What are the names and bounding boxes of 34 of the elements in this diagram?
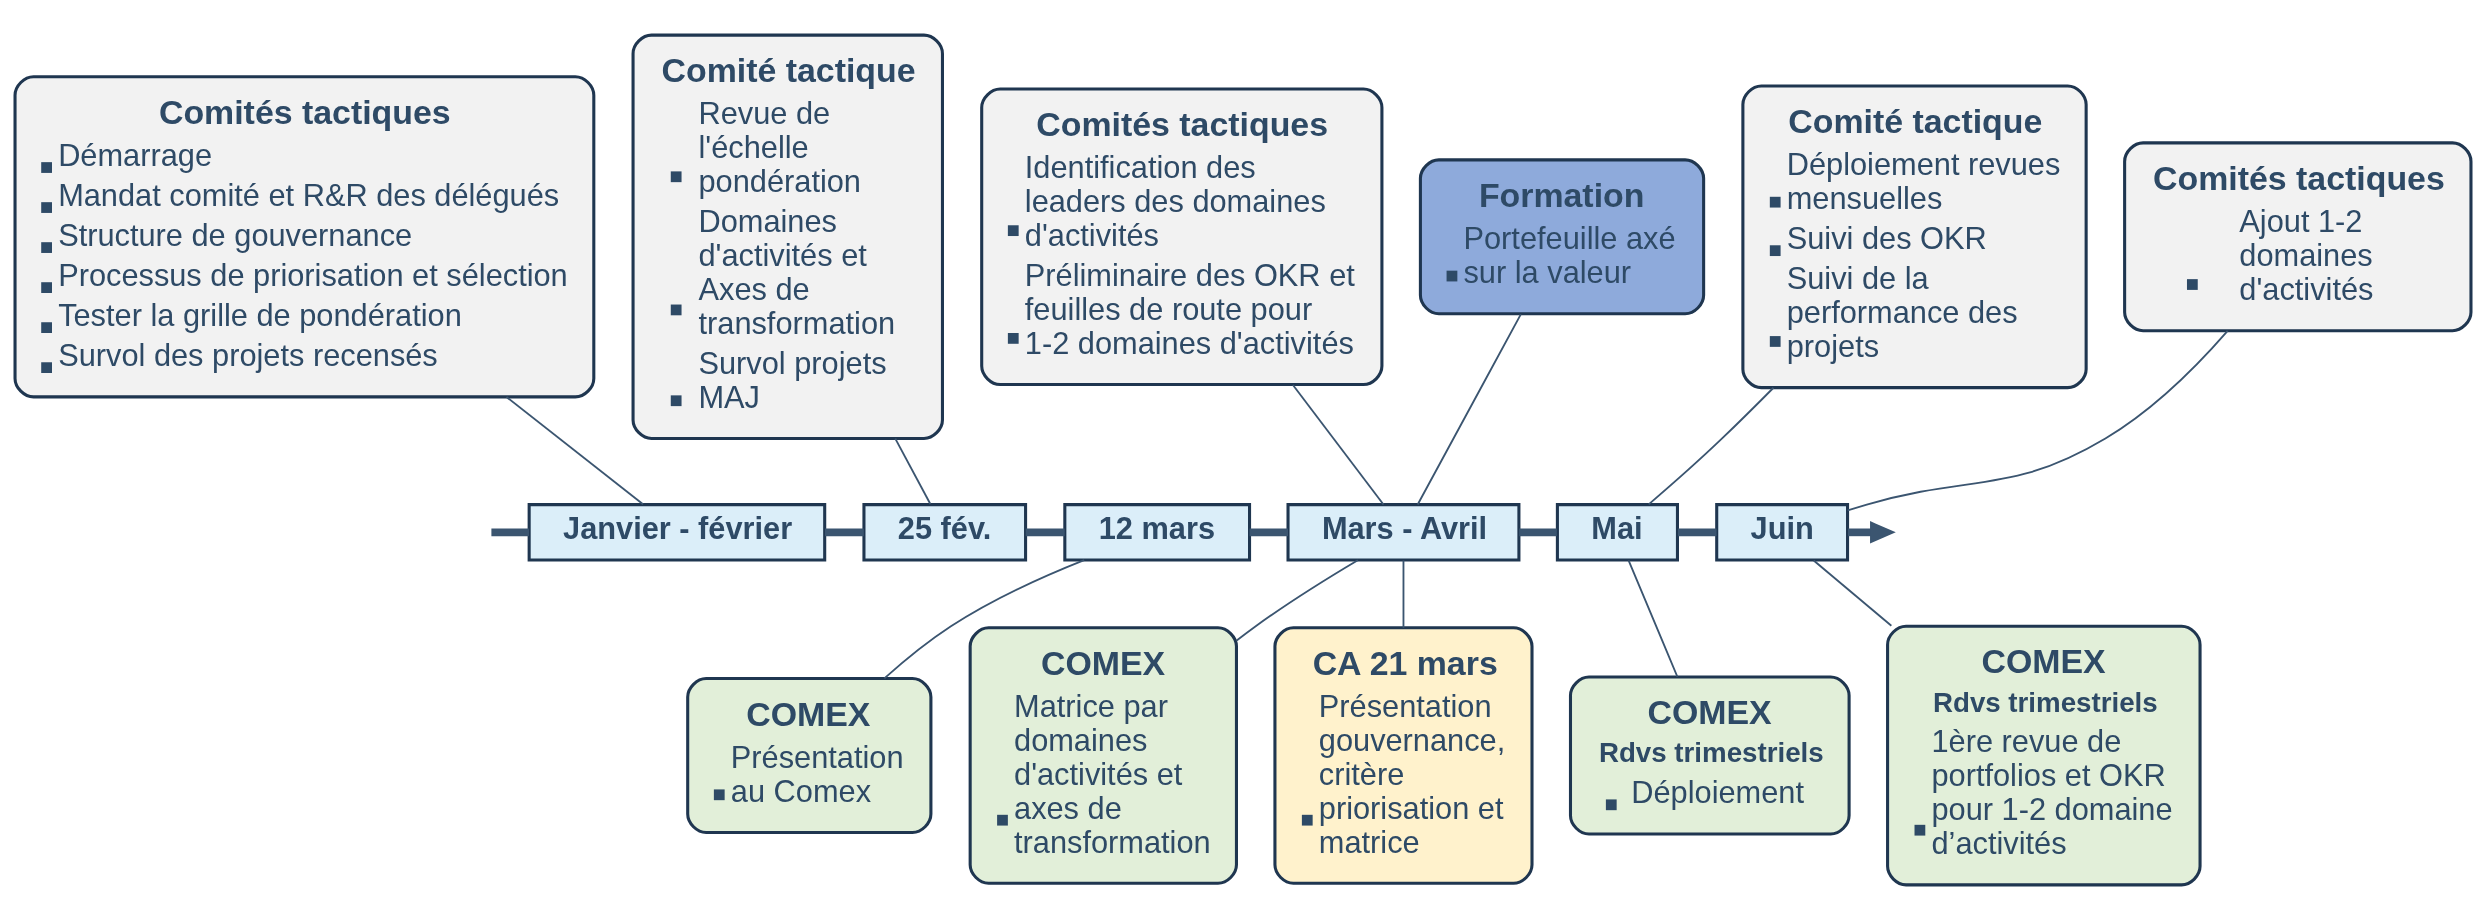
connector xyxy=(1402,559,1405,629)
node-box: Mars - Avril xyxy=(1286,502,1521,562)
node-box: Janvier - février xyxy=(527,502,827,562)
node-box: 25 fév. xyxy=(862,502,1028,562)
node-box: COMEX Rdvs trimestriels 1ère revue de portfolios et OKR pour 1-2 domaine d’activités xyxy=(1886,624,2202,886)
node-box: Comités tactiques Démarrage Mandat comité et R&R des délégués Structure de gouvernance Processus de priorisation et sélection Tester la grille de pondération Survol des projets recensés xyxy=(13,74,596,398)
connector xyxy=(1812,559,1893,627)
node-box: Formation Portefeuille axé sur la valeur xyxy=(1418,157,1706,315)
node-box: COMEX Rdvs trimestriels Déploiement xyxy=(1568,675,1851,836)
node-box: 12 mars xyxy=(1063,502,1252,562)
connector xyxy=(1025,528,1065,536)
connector xyxy=(1235,558,1359,641)
node-box: Comités tactiques Identification des leaders des domaines d'activités Préliminaire des OKR et feuilles de route pour 1-2 domaines d'activités xyxy=(980,87,1384,386)
node-box: Comité tactique Revue de l'échelle pondération Domaines d'activités et Axes de transformation Survol projets MAJ xyxy=(631,33,944,440)
node-box: CA 21 mars Présentation gouvernance, critère priorisation et matrice xyxy=(1273,625,1534,885)
connector xyxy=(825,528,864,536)
connector xyxy=(1846,329,2229,511)
arrow xyxy=(1847,520,1896,544)
connector xyxy=(1519,528,1557,536)
connector xyxy=(883,558,1086,679)
connector xyxy=(1677,528,1717,536)
connector xyxy=(1249,528,1288,536)
connector xyxy=(505,395,644,505)
node-box: Comité tactique Déploiement revues mensuelles Suivi des OKR Suivi de la performance des projets xyxy=(1741,83,2088,389)
connector xyxy=(1292,383,1385,505)
node-box: Comités tactiques Ajout 1-2 domaines d'activités xyxy=(2123,140,2473,332)
node-box: COMEX Matrice par domaines d'activités et axes de transformation xyxy=(968,625,1238,885)
connector xyxy=(1416,313,1522,505)
node-box: Mai xyxy=(1555,502,1679,562)
node-box: COMEX Présentation au Comex xyxy=(686,676,933,834)
node-box: Juin xyxy=(1715,502,1850,562)
connector xyxy=(1647,386,1775,505)
connector xyxy=(1627,559,1679,678)
connector xyxy=(894,437,932,505)
